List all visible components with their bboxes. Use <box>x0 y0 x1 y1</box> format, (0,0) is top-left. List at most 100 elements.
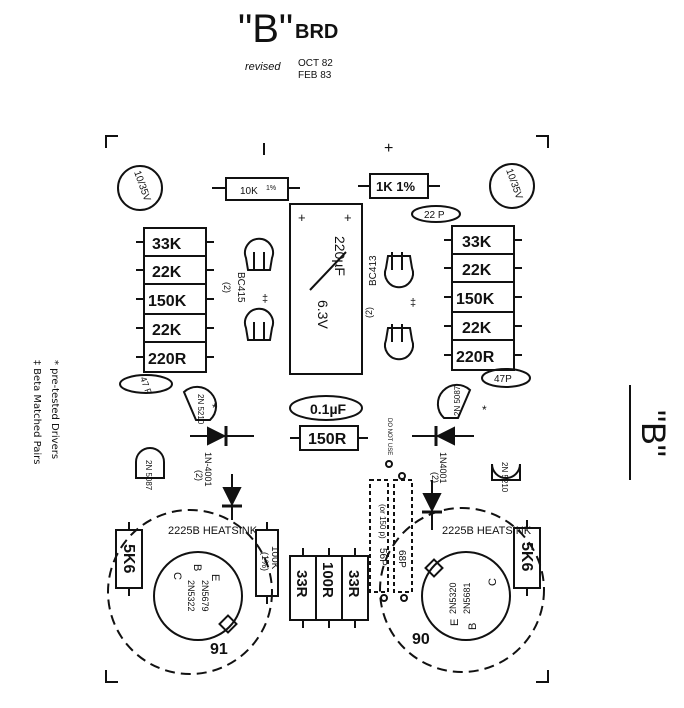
right-driver-transistors: BC413 (2) ‡ <box>364 252 416 361</box>
right-power-transistor-part2: 2N5320 <box>448 582 458 614</box>
right-power-transistor-c: C <box>487 578 499 586</box>
diode-right-label: 1N4001 <box>438 452 448 484</box>
left-electrolytic-label: 10/35V <box>131 169 152 203</box>
right-heatsink-outline <box>379 507 545 673</box>
small-transistor-right: 2N 5087 * <box>436 383 487 419</box>
resistor-5k6-right-label: 5K6 <box>518 542 535 571</box>
cap-56p-label: 56P <box>377 548 388 566</box>
cap-56p-outline <box>369 479 389 593</box>
left-power-transistor-part1: 2N5679 <box>200 580 210 612</box>
cap-68p-outline <box>393 479 413 593</box>
resistor-10k-tol: 1% <box>266 185 276 192</box>
big-cap-slash <box>309 251 347 291</box>
corner-mark-tr <box>536 135 549 148</box>
cap-0-1uf-label: 0.1µF <box>310 401 347 417</box>
right-driver-qty: (2) <box>364 307 374 318</box>
big-cap-value: 220µF <box>332 236 348 276</box>
right-stack-r4: 22K <box>462 320 492 337</box>
cap-68p-label: 68P <box>396 550 407 568</box>
right-electrolytic-label: 10/35V <box>503 167 524 201</box>
diode-right-qty: (2) <box>430 472 440 483</box>
right-driver-mark: ‡ <box>410 297 416 309</box>
big-cap-plus-left: + <box>298 210 306 225</box>
resistor-10k-label: 10K <box>240 186 258 197</box>
svg-text:*: * <box>212 401 217 415</box>
right-stage-number: 90 <box>412 631 430 648</box>
right-title: "B" <box>634 410 672 457</box>
left-electrolytic-cap <box>117 165 163 211</box>
left-driver-qty: (2) <box>222 282 232 293</box>
right-stack-r5: 220R <box>456 349 495 366</box>
right-power-transistor: E B C 2N5681 2N5320 <box>421 551 511 641</box>
title-quote: "B" <box>238 7 293 51</box>
right-stack-r3: 150K <box>456 291 495 308</box>
resistor-5k6-left-label: 5K6 <box>120 544 137 573</box>
resistor-1k-label: 1K 1% <box>376 179 415 194</box>
right-heatsink-label: 2225B HEATSINK <box>442 525 532 537</box>
bottom-res-1: 33R <box>293 570 310 598</box>
right-power-transistor-part1: 2N5681 <box>462 582 472 614</box>
left-power-transistor-part2: 2N5322 <box>186 580 196 612</box>
revised-label: revised <box>245 61 281 73</box>
small-transistor-lower-left: 2N 5087 <box>135 447 165 491</box>
or-150p-note: (or 150 p) <box>378 504 387 539</box>
small-transistor-left: 2N 5210 * <box>182 385 218 425</box>
left-driver-transistors: BC415 (2) ‡ <box>222 237 274 341</box>
diode-right: 1N4001 (2) <box>412 426 474 484</box>
left-driver-label: BC415 <box>235 272 246 303</box>
cap-0-1uf <box>289 395 363 421</box>
diode-right-vertical <box>422 480 442 530</box>
cap-47p-right-label: 47P <box>494 374 512 385</box>
small-transistor-lower-left-label: 2N 5087 <box>144 460 153 491</box>
right-stack-r1: 33K <box>462 234 492 251</box>
right-stack-r2: 22K <box>462 262 492 279</box>
left-heatsink-outline <box>107 509 273 675</box>
left-power-transistor: E B C 2N5679 2N5322 <box>153 551 243 641</box>
big-cap-plus-right: + <box>344 210 352 225</box>
big-cap-voltage: 6.3V <box>315 300 331 329</box>
small-transistor-lower-right: 2N 5210 <box>491 462 521 493</box>
resistor-100k-tol: (1%) <box>260 552 270 571</box>
bottom-resistor-group: 33R 100R 33R <box>289 548 369 628</box>
left-stage-number: 91 <box>210 641 228 658</box>
left-stack-r1: 33K <box>152 236 182 253</box>
left-stack-r2: 22K <box>152 264 182 281</box>
cap-22p <box>411 205 461 223</box>
big-capacitor <box>289 203 363 375</box>
corner-mark-bl <box>105 670 118 683</box>
left-stack-r5: 220R <box>148 351 187 368</box>
diode-left-qty: (2) <box>194 470 204 481</box>
revised-date-1: OCT 82 <box>298 58 333 69</box>
right-power-transistor-e: E <box>449 619 461 626</box>
bottom-res-2: 100R <box>319 562 336 598</box>
left-resistor-stack: 33K 22K 150K 22K 220R <box>136 227 214 373</box>
right-resistor-stack: 33K 22K 150K 22K 220R <box>444 225 522 371</box>
small-transistor-lower-right-label: 2N 5210 <box>500 462 509 493</box>
diode-left-label: 1N-4001 <box>203 452 213 487</box>
diode-left-vertical <box>222 474 242 520</box>
cap-47p-left <box>119 374 173 394</box>
resistor-150r-label: 150R <box>308 431 347 448</box>
cap-47p-right <box>481 368 531 388</box>
corner-mark-br <box>536 670 549 683</box>
revised-date-2: FEB 83 <box>298 70 332 81</box>
left-heatsink-label: 2225B HEATSINK <box>168 525 258 537</box>
title-suffix: BRD <box>295 21 338 43</box>
small-transistor-left-label: 2N 5210 <box>196 394 205 425</box>
left-power-transistor-b: B <box>191 564 203 571</box>
left-stack-r4: 22K <box>152 322 182 339</box>
resistor-100k-label: 100K <box>269 546 280 570</box>
right-driver-label: BC413 <box>368 255 379 286</box>
svg-text:*: * <box>482 403 487 417</box>
side-note-pretested: * pre-tested Drivers <box>49 360 60 459</box>
left-power-transistor-e: E <box>209 574 221 581</box>
bottom-res-3: 33R <box>345 570 362 598</box>
plus-mark: + <box>384 140 393 157</box>
diode-left: 1N-4001 (2) <box>190 426 254 487</box>
left-driver-mark: ‡ <box>262 293 268 305</box>
do-not-use-note: DO NOT USE <box>386 418 392 455</box>
cap-22p-label: 22 P <box>424 210 445 221</box>
small-transistor-right-label: 2N 5087 <box>453 385 462 416</box>
